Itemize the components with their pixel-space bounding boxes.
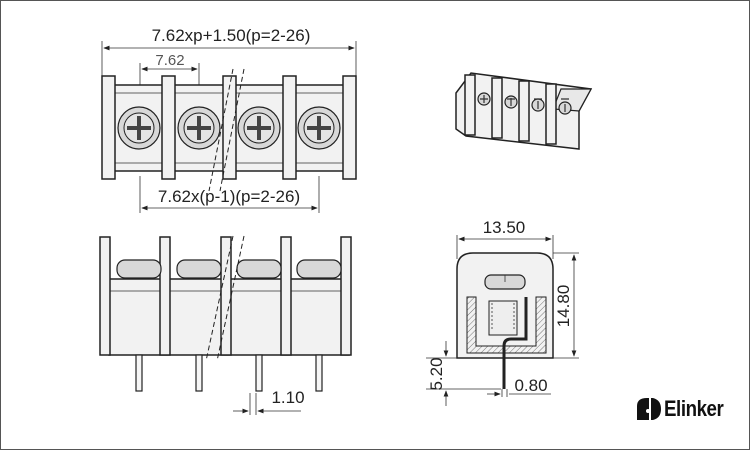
cross-slot-icon (480, 95, 488, 103)
pin-gap-label: 1.10 (271, 388, 304, 407)
top-view: 7.62xp+1.50(p=2-26) 7.62 7.62x(p-1)(p=2-… (101, 26, 357, 213)
barrier (101, 75, 116, 180)
front-view: 1.10 (99, 235, 352, 415)
front-barrier (340, 236, 352, 356)
span-label: 7.62x(p-1)(p=2-26) (158, 187, 300, 206)
brand-logo: Elinker (637, 396, 734, 422)
pin (195, 354, 203, 392)
barrier (161, 75, 176, 180)
front-screw-head (296, 259, 342, 279)
cross-slot-icon (534, 98, 542, 109)
cross-slot-icon (307, 116, 331, 140)
pin (135, 354, 143, 392)
side-view: 13.50 14.80 5.20 0.80 (426, 218, 579, 406)
pin (315, 354, 323, 392)
front-screw-head (236, 259, 282, 279)
iso-barrier (491, 77, 503, 139)
cross-slot-icon (247, 116, 271, 140)
pin (255, 354, 263, 392)
front-barrier (220, 236, 232, 356)
height-label: 14.80 (554, 285, 573, 328)
front-barrier (159, 236, 171, 356)
front-barrier (280, 236, 292, 356)
brand-name: Elinker (664, 396, 724, 421)
iso-barrier (464, 74, 476, 136)
cross-slot-icon (127, 116, 151, 140)
pitch-label: 7.62 (155, 52, 184, 69)
pin-length-label: 5.20 (427, 357, 446, 390)
iso-barrier (518, 80, 530, 142)
front-screw-head (116, 259, 162, 279)
cross-slot-icon (187, 116, 211, 140)
iso-barrier (545, 83, 557, 145)
barrier (342, 75, 357, 180)
cross-slot-icon (561, 98, 569, 112)
front-screw-head (176, 259, 222, 279)
isometric-view (455, 72, 593, 150)
front-barrier (99, 236, 111, 356)
cross-slot-icon (507, 98, 515, 106)
total-length-label: 7.62xp+1.50(p=2-26) (152, 26, 311, 45)
width-label: 13.50 (483, 218, 526, 237)
pin-thickness-label: 0.80 (514, 376, 547, 395)
barrier (282, 75, 297, 180)
logo-icon (637, 398, 661, 420)
